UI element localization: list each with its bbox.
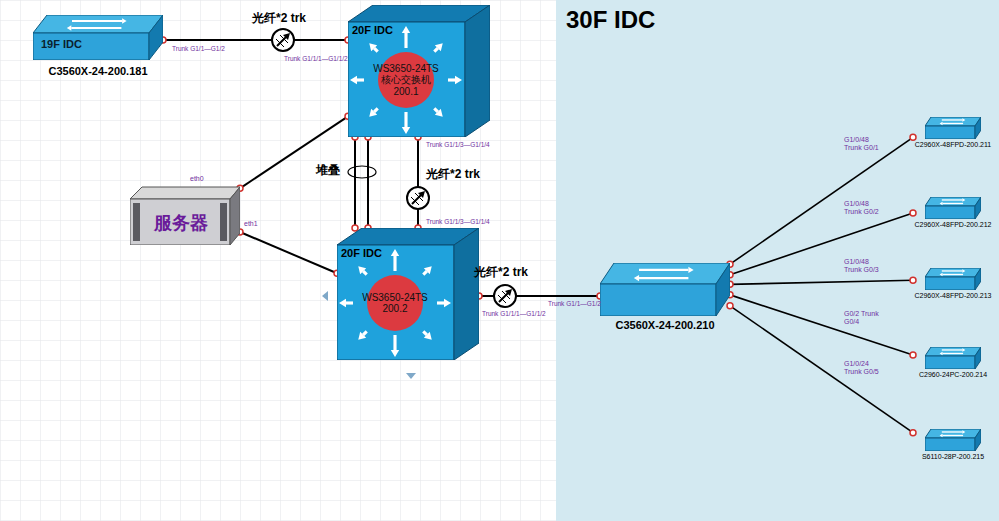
port-label: G1/0/48 Trunk G0/3	[843, 258, 883, 274]
port-label: Trunk G1/1/1—G1/1/2	[482, 310, 546, 317]
link-label: 光纤*2 trk	[474, 266, 528, 280]
link-line	[727, 292, 916, 358]
link-line	[727, 210, 916, 278]
device-icon	[925, 429, 981, 451]
port-label: Trunk G1/1—G1/2	[548, 300, 601, 307]
device-name: C3560X-24-200.181	[28, 65, 168, 78]
link-line	[237, 229, 340, 276]
switch-box: S6110-28P-200.215	[913, 429, 993, 463]
region-fill	[556, 0, 999, 521]
link-label: 光纤*2 trk	[252, 12, 306, 26]
fiber-symbol	[272, 29, 294, 51]
device-icon	[33, 15, 163, 60]
port-label: G0/2 Trunk G0/4	[843, 310, 883, 326]
device-name: 30F IDC	[566, 6, 766, 34]
link-label: 堆叠	[316, 164, 340, 178]
device-name: S6110-28P-200.215	[913, 453, 993, 461]
core-switch: 20F IDC WS3650-24TS 200.2	[337, 228, 479, 360]
core-switch: 20F IDC WS3650-24TS 核心交换机 200.1	[348, 5, 490, 137]
device-icon	[925, 268, 981, 290]
idc-region: 30F IDC C3560X-24-200.210 C2960X-48FPD-200…	[556, 0, 999, 521]
port-label: Trunk G1/1/3—G1/1/4	[426, 141, 490, 148]
device-icon	[925, 197, 981, 219]
link-line	[352, 134, 358, 231]
switch-box: C2960X-48FPD-200.213	[913, 268, 993, 302]
port-label: Trunk G1/1/3—G1/1/4	[426, 218, 490, 225]
device-icon	[925, 347, 981, 369]
port-label: Trunk G1/1/1—G1/1/2	[284, 55, 348, 62]
device-name: WS3650-24TS 核心交换机 200.1	[371, 63, 441, 98]
switch-box: C2960X-48FPD-200.211	[913, 117, 993, 151]
resize-mark	[322, 291, 328, 301]
port-label: G1/0/48 Trunk G0/2	[843, 200, 883, 216]
server-box: 服务器	[130, 185, 240, 245]
link-line	[727, 277, 916, 287]
device-site: 19F IDC	[41, 38, 113, 51]
port-label: eth1	[244, 220, 258, 228]
device-name: C2960X-48FPD-200.212	[913, 221, 993, 229]
link-line	[365, 134, 371, 231]
device-name: C3560X-24-200.210	[590, 319, 740, 332]
fiber-symbol	[407, 187, 429, 209]
device-name: C2960X-48FPD-200.213	[913, 292, 993, 300]
port-label: G1/0/48 Trunk G0/1	[843, 136, 883, 152]
switch-box: C3560X-24-200.210	[600, 263, 730, 335]
device-icon	[925, 117, 981, 139]
port-label: eth0	[190, 175, 204, 183]
device-name: 服务器	[142, 213, 220, 234]
port-label: G1/0/24 Trunk G0/5	[843, 360, 883, 376]
link-line	[727, 303, 916, 436]
device-name: C2960X-48FPD-200.211	[913, 141, 993, 149]
link-label: 光纤*2 trk	[426, 168, 480, 182]
device-name: C2960-24PC-200.214	[913, 371, 993, 379]
device-site: 20F IDC	[341, 247, 413, 260]
fiber-symbol	[494, 285, 516, 307]
link-line	[727, 134, 916, 267]
switch-box: C2960X-48FPD-200.212	[913, 197, 993, 231]
link-line	[415, 134, 421, 231]
switch-box: C2960-24PC-200.214	[913, 347, 993, 381]
resize-mark	[406, 373, 416, 379]
device-site: 20F IDC	[352, 24, 424, 37]
switch-box: 19F IDCC3560X-24-200.181	[33, 15, 163, 83]
stack-bracket	[348, 166, 376, 178]
device-name: WS3650-24TS 200.2	[360, 292, 430, 315]
link-line	[237, 113, 351, 191]
device-icon	[600, 263, 730, 316]
link-line	[160, 37, 351, 43]
port-label: Trunk G1/1—G1/2	[172, 45, 225, 52]
